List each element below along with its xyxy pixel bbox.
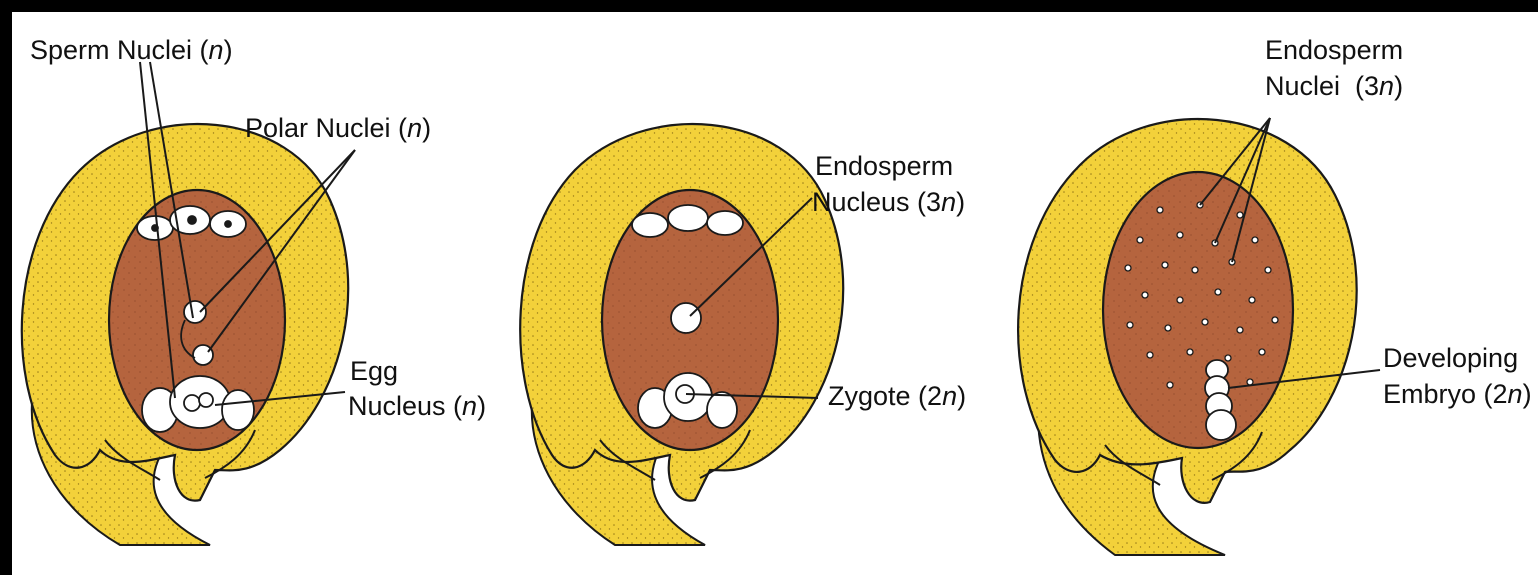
label-zygote: Zygote (2n) xyxy=(828,380,966,412)
panel-2-endosperm-nucleus xyxy=(671,303,701,333)
label-developing-embryo-line2: Embryo (2n) xyxy=(1383,378,1532,410)
label-endosperm-nucleus-line1: Endosperm xyxy=(815,150,953,182)
label-endosperm-nuclei-line2: Nuclei (3n) xyxy=(1265,70,1403,102)
label-egg-nucleus-line2: Nucleus (n) xyxy=(348,390,486,422)
label-endosperm-nuclei-line1: Endosperm xyxy=(1265,34,1403,66)
label-developing-embryo-line1: Developing xyxy=(1383,342,1518,374)
panel-1-ovule xyxy=(22,124,348,545)
panel-3-ovule xyxy=(1018,119,1357,555)
label-egg-nucleus-line1: Egg xyxy=(350,355,398,387)
label-polar-nuclei: Polar Nuclei (n) xyxy=(245,112,431,144)
label-endosperm-nucleus-line2: Nucleus (3n) xyxy=(812,186,965,218)
label-sperm-nuclei: Sperm Nuclei (n) xyxy=(30,34,233,66)
panel-3-endosperm-tissue xyxy=(1103,172,1293,448)
panel-2-ovule xyxy=(520,124,843,545)
